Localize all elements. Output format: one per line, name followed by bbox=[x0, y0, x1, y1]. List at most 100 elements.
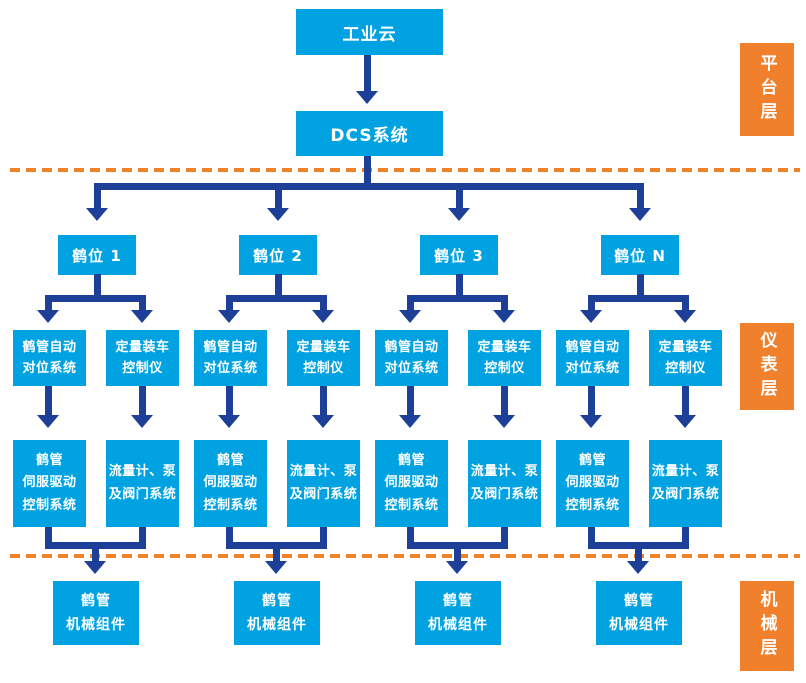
connector-split-right-line bbox=[139, 295, 146, 316]
loading-arm-mechanical-node: 鹤管 机械组件 bbox=[53, 581, 139, 645]
connector-split-left-line bbox=[407, 295, 414, 316]
flow-pump-valve-system-node: 流量计、泵 及阀门系统 bbox=[649, 440, 722, 527]
platform-layer-divider-line bbox=[10, 168, 800, 172]
connector-row2-right-arrowhead bbox=[493, 415, 515, 428]
connector-split-left-arrowhead bbox=[218, 310, 240, 323]
connector-row2-left-line bbox=[226, 386, 233, 416]
connector-split-right-arrowhead bbox=[312, 310, 334, 323]
connector-merge-bar bbox=[226, 542, 327, 549]
servo-drive-control-system-node: 鹤管 伺服驱动 控制系统 bbox=[556, 440, 629, 527]
connector-merge-right-stub bbox=[682, 527, 689, 545]
connector-crane-split-stub bbox=[456, 274, 463, 296]
connector-merge-right-stub bbox=[501, 527, 508, 545]
connector-trunk-to-crane-arrowhead bbox=[86, 208, 108, 221]
connector-split-left-line bbox=[588, 295, 595, 316]
connector-trunk-to-crane-line bbox=[456, 188, 463, 212]
connector-row2-right-line bbox=[320, 386, 327, 416]
auto-positioning-system-node: 鹤管自动 对位系统 bbox=[375, 330, 448, 386]
connector-row2-left-arrowhead bbox=[580, 415, 602, 428]
crane-position-node: 鹤位 1 bbox=[58, 235, 136, 275]
loading-arm-mechanical-node: 鹤管 机械组件 bbox=[596, 581, 682, 645]
layer-label-platform: 平台层 bbox=[740, 43, 794, 136]
connector-merge-center-arrowhead bbox=[627, 561, 649, 574]
connector-merge-bar bbox=[45, 542, 146, 549]
connector-split-left-arrowhead bbox=[399, 310, 421, 323]
loading-arm-mechanical-node: 鹤管 机械组件 bbox=[234, 581, 320, 645]
layer-label-instrument: 仪表层 bbox=[740, 323, 794, 410]
connector-row2-right-line bbox=[501, 386, 508, 416]
flow-pump-valve-system-node: 流量计、泵 及阀门系统 bbox=[287, 440, 360, 527]
connector-trunk-to-crane-line bbox=[94, 188, 101, 212]
flow-pump-valve-system-node: 流量计、泵 及阀门系统 bbox=[106, 440, 179, 527]
connector-row2-right-arrowhead bbox=[674, 415, 696, 428]
flow-pump-valve-system-node: 流量计、泵 及阀门系统 bbox=[468, 440, 541, 527]
connector-split-right-arrowhead bbox=[493, 310, 515, 323]
connector-split-right-line bbox=[320, 295, 327, 316]
connector-row2-left-arrowhead bbox=[218, 415, 240, 428]
connector-crane-split-bar bbox=[45, 295, 146, 302]
servo-drive-control-system-node: 鹤管 伺服驱动 控制系统 bbox=[375, 440, 448, 527]
connector-merge-center-line bbox=[92, 549, 99, 564]
connector-merge-bar bbox=[407, 542, 508, 549]
connector-crane-split-bar bbox=[407, 295, 508, 302]
connector-crane-split-stub bbox=[275, 274, 282, 296]
crane-position-branch: 鹤位 2 鹤管自动 对位系统 定量装车 控制仪 鹤管 伺服驱动 控制系统 流量计… bbox=[181, 0, 371, 683]
industrial-cloud-node: 工业云 bbox=[296, 9, 443, 55]
crane-position-branch: 鹤位 1 鹤管自动 对位系统 定量装车 控制仪 鹤管 伺服驱动 控制系统 流量计… bbox=[0, 0, 190, 683]
connector-crane-split-stub bbox=[94, 274, 101, 296]
connector-split-left-line bbox=[226, 295, 233, 316]
crane-position-branch: 鹤位 N 鹤管自动 对位系统 定量装车 控制仪 鹤管 伺服驱动 控制系统 流量计… bbox=[543, 0, 733, 683]
connector-split-right-arrowhead bbox=[674, 310, 696, 323]
connector-merge-right-stub bbox=[139, 527, 146, 545]
connector-row2-right-arrowhead bbox=[312, 415, 334, 428]
connector-row2-left-arrowhead bbox=[399, 415, 421, 428]
connector-split-right-arrowhead bbox=[131, 310, 153, 323]
layer-label-mechanical: 机械层 bbox=[740, 581, 794, 671]
connector-split-left-line bbox=[45, 295, 52, 316]
connector-merge-center-line bbox=[454, 549, 461, 564]
connector-trunk-to-crane-line bbox=[637, 188, 644, 212]
auto-positioning-system-node: 鹤管自动 对位系统 bbox=[13, 330, 86, 386]
crane-position-node: 鹤位 3 bbox=[420, 235, 498, 275]
connector-row2-left-line bbox=[407, 386, 414, 416]
connector-merge-bar bbox=[588, 542, 689, 549]
connector-row2-right-line bbox=[139, 386, 146, 416]
connector-merge-left-stub bbox=[588, 527, 595, 545]
crane-position-branch: 鹤位 3 鹤管自动 对位系统 定量装车 控制仪 鹤管 伺服驱动 控制系统 流量计… bbox=[362, 0, 552, 683]
connector-row2-left-line bbox=[588, 386, 595, 416]
loading-control-instrument-node: 定量装车 控制仪 bbox=[287, 330, 360, 386]
crane-position-node: 鹤位 N bbox=[601, 235, 679, 275]
connector-row2-right-arrowhead bbox=[131, 415, 153, 428]
connector-merge-right-stub bbox=[320, 527, 327, 545]
connector-trunk-to-crane-arrowhead bbox=[267, 208, 289, 221]
connector-row2-right-line bbox=[682, 386, 689, 416]
connector-dcs-to-trunk-line bbox=[364, 156, 371, 190]
connector-merge-left-stub bbox=[407, 527, 414, 545]
mechanical-layer-divider-line bbox=[10, 554, 800, 558]
connector-merge-center-arrowhead bbox=[265, 561, 287, 574]
connector-merge-center-arrowhead bbox=[84, 561, 106, 574]
connector-crane-split-bar bbox=[588, 295, 689, 302]
crane-position-node: 鹤位 2 bbox=[239, 235, 317, 275]
connector-split-left-arrowhead bbox=[37, 310, 59, 323]
loading-arm-mechanical-node: 鹤管 机械组件 bbox=[415, 581, 501, 645]
connector-row2-left-arrowhead bbox=[37, 415, 59, 428]
connector-split-right-line bbox=[682, 295, 689, 316]
connector-cloud-to-dcs-line bbox=[364, 55, 371, 93]
connector-split-left-arrowhead bbox=[580, 310, 602, 323]
connector-trunk-to-crane-line bbox=[275, 188, 282, 212]
dcs-system-node: DCS系统 bbox=[296, 111, 443, 156]
connector-merge-center-line bbox=[273, 549, 280, 564]
loading-control-instrument-node: 定量装车 控制仪 bbox=[106, 330, 179, 386]
connector-trunk-to-crane-arrowhead bbox=[629, 208, 651, 221]
connector-crane-split-stub bbox=[637, 274, 644, 296]
auto-positioning-system-node: 鹤管自动 对位系统 bbox=[556, 330, 629, 386]
loading-control-instrument-node: 定量装车 控制仪 bbox=[649, 330, 722, 386]
trunk-distribution-line bbox=[94, 183, 644, 190]
connector-cloud-to-dcs-arrowhead bbox=[356, 91, 378, 104]
connector-trunk-to-crane-arrowhead bbox=[448, 208, 470, 221]
connector-merge-left-stub bbox=[45, 527, 52, 545]
servo-drive-control-system-node: 鹤管 伺服驱动 控制系统 bbox=[13, 440, 86, 527]
connector-row2-left-line bbox=[45, 386, 52, 416]
